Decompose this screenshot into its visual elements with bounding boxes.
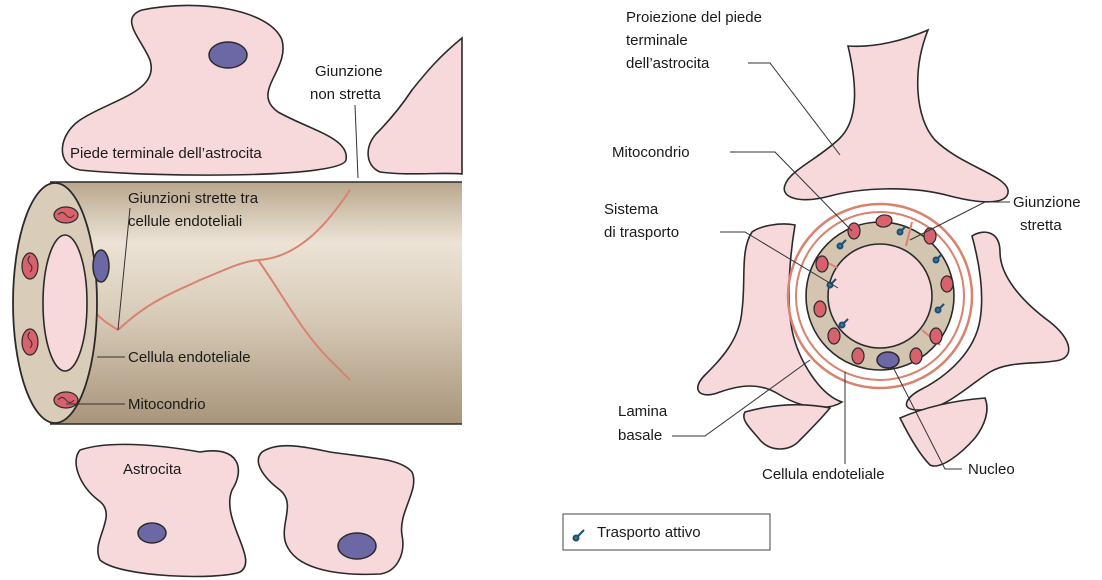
- label-mitocondrio-left: Mitocondrio: [128, 396, 206, 413]
- label-giunzioni-strette-1: Giunzioni strette tra: [128, 190, 259, 207]
- top-astrocyte-nucleus: [209, 42, 247, 68]
- label-proiezione-2: terminale: [626, 32, 688, 49]
- legend: Trasporto attivo: [563, 514, 770, 550]
- endfoot-top: [784, 30, 1008, 202]
- label-sistema-1: Sistema: [604, 201, 659, 218]
- right-astrocyte-fragment: [368, 38, 462, 174]
- label-cellula-endoteliale-left: Cellula endoteliale: [128, 349, 251, 366]
- label-giunzione-non-stretta-2: non stretta: [310, 86, 382, 103]
- label-giunzione-stretta-2: stretta: [1020, 217, 1062, 234]
- label-lamina-2: basale: [618, 427, 662, 444]
- label-nucleo: Nucleo: [968, 461, 1015, 478]
- label-proiezione-3: dell’astrocita: [626, 55, 710, 72]
- bottom-astrocyte-right: [258, 446, 413, 575]
- label-giunzione-non-stretta-1: Giunzione: [315, 63, 383, 80]
- label-lamina-1: Lamina: [618, 403, 668, 420]
- bottom-astrocyte-right-nucleus: [338, 533, 376, 559]
- vessel-lumen: [43, 235, 87, 371]
- legend-label: Trasporto attivo: [597, 524, 701, 541]
- vessel-body: [50, 182, 462, 424]
- label-astrocita: Astrocita: [123, 461, 182, 478]
- left-panel: Giunzione non stretta Piede terminale de…: [13, 5, 462, 576]
- label-mitocondrio-right: Mitocondrio: [612, 144, 690, 161]
- right-panel: Proiezione del piede terminale dell’astr…: [563, 9, 1081, 550]
- bottom-astrocyte-left-nucleus: [138, 523, 166, 543]
- label-sistema-2: di trasporto: [604, 224, 679, 241]
- label-giunzioni-strette-2: cellule endoteliali: [128, 213, 242, 230]
- label-piede-terminale: Piede terminale dell’astrocita: [70, 145, 262, 162]
- endothelial-nucleus-left: [93, 250, 109, 282]
- label-giunzione-stretta-1: Giunzione: [1013, 194, 1081, 211]
- label-cellula-endoteliale-right: Cellula endoteliale: [762, 466, 885, 483]
- endfoot-bottom-left: [744, 405, 830, 449]
- capillary-lumen: [828, 244, 932, 348]
- endothelial-nucleus-right: [877, 352, 899, 368]
- label-proiezione-1: Proiezione del piede: [626, 9, 762, 26]
